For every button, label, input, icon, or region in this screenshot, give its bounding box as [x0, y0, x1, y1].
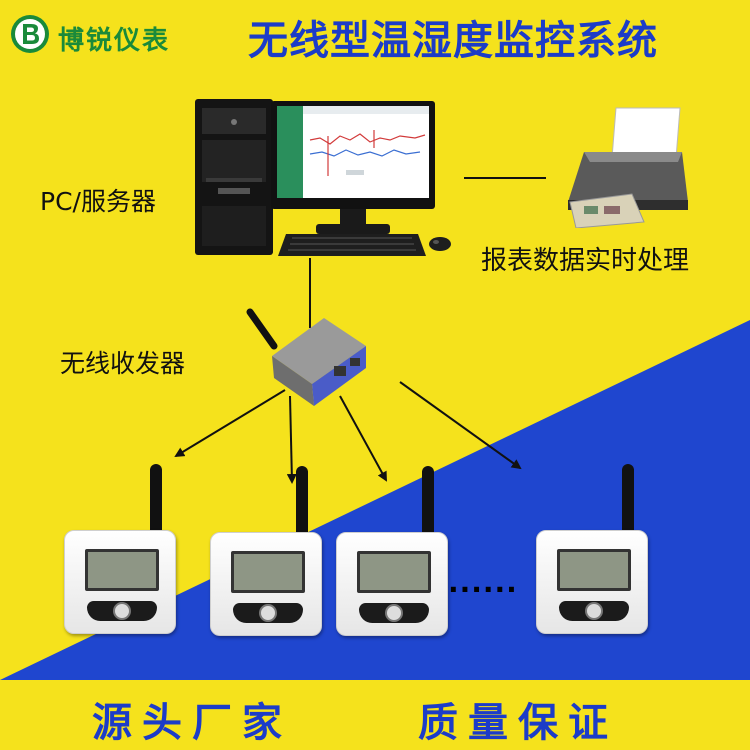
sensor-device-1	[64, 464, 176, 634]
device-body	[64, 530, 176, 634]
antenna	[422, 466, 434, 546]
monitor-icon	[271, 101, 435, 234]
lcd-screen	[231, 551, 305, 593]
keyboard-icon	[278, 234, 426, 256]
footer-slogan-right: 质量保证	[418, 700, 618, 746]
footer-band	[0, 680, 750, 750]
arrow-to-sensor-2	[286, 395, 297, 484]
lcd-screen	[557, 549, 631, 591]
antenna	[296, 466, 308, 546]
arrow-to-sensor-3	[339, 395, 387, 482]
wireless-transceiver-icon	[246, 308, 366, 406]
power-button-icon	[113, 602, 131, 620]
mouse-icon	[429, 237, 451, 251]
power-button-icon	[259, 604, 277, 622]
device-body	[210, 532, 322, 636]
brand-name: 博锐仪表	[58, 26, 171, 56]
antenna	[622, 464, 634, 544]
printer-icon	[568, 107, 688, 228]
power-button-icon	[385, 604, 403, 622]
brand-logo-icon	[11, 15, 49, 53]
pc-tower-icon	[195, 99, 273, 255]
device-body	[336, 532, 448, 636]
sensor-device-4	[536, 464, 648, 634]
lcd-screen	[85, 549, 159, 591]
more-devices-ellipsis: ......	[448, 566, 518, 599]
arrow-to-sensor-4	[399, 381, 522, 470]
arrow-to-sensor-1	[174, 389, 286, 458]
lcd-screen	[357, 551, 431, 593]
footer-slogan-left: 源头厂家	[92, 700, 292, 746]
pc-server-label: PC/服务器	[40, 187, 156, 216]
report-processing-label: 报表数据实时处理	[481, 246, 690, 276]
device-body	[536, 530, 648, 634]
power-button-icon	[585, 602, 603, 620]
sensor-device-3	[336, 466, 448, 636]
sensor-device-2	[210, 466, 322, 636]
antenna	[150, 464, 162, 544]
wireless-transceiver-label: 无线收发器	[60, 349, 186, 378]
page-title: 无线型温湿度监控系统	[248, 18, 658, 64]
